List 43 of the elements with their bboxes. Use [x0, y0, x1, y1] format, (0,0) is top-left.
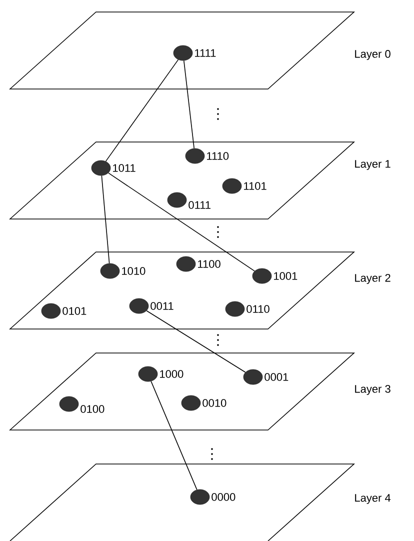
node-label: 1011 — [113, 164, 136, 172]
node-dot — [91, 160, 111, 176]
node-label: 0111 — [188, 201, 210, 209]
node-label: 0010 — [202, 399, 226, 407]
node-dot — [176, 256, 196, 272]
node-label: 1001 — [274, 272, 298, 280]
node-dot — [225, 301, 245, 317]
node-dot — [129, 298, 149, 314]
connector-line — [146, 310, 246, 373]
connector-line — [108, 172, 255, 272]
node-dot — [190, 489, 210, 505]
layer-label: Layer 2 — [355, 274, 390, 284]
node-label: 1100 — [198, 260, 220, 268]
node-dot — [222, 178, 242, 194]
node-label: 0100 — [80, 405, 104, 413]
layer-label: Layer 3 — [355, 385, 390, 395]
node-dot — [167, 192, 187, 208]
node-dot — [41, 303, 61, 319]
layer-label: Layer 0 — [355, 50, 390, 60]
layer-label: Layer 1 — [355, 160, 390, 170]
node-label: 1110 — [207, 152, 229, 160]
node-label: 0000 — [212, 493, 236, 501]
node-label: 0001 — [264, 373, 288, 381]
node-label: 1010 — [122, 267, 146, 275]
connector-line — [101, 175, 110, 264]
node-dot — [173, 45, 193, 61]
node-dot — [181, 395, 201, 411]
connector-line — [183, 60, 194, 149]
node-dot — [252, 268, 272, 284]
node-dot — [59, 396, 79, 412]
node-dot — [185, 148, 205, 164]
node-dot — [138, 366, 158, 382]
node-label: 0110 — [246, 305, 270, 313]
connector-line — [150, 380, 198, 490]
node-label: 0101 — [62, 307, 86, 315]
node-dot — [243, 369, 263, 385]
node-label: 0011 — [150, 302, 174, 310]
layer-label: Layer 4 — [355, 494, 391, 504]
node-label: 1000 — [160, 370, 184, 378]
connector-line — [105, 59, 179, 162]
node-dot — [100, 263, 120, 279]
node-label: 1111 — [195, 49, 216, 57]
node-label: 1101 — [244, 182, 266, 190]
